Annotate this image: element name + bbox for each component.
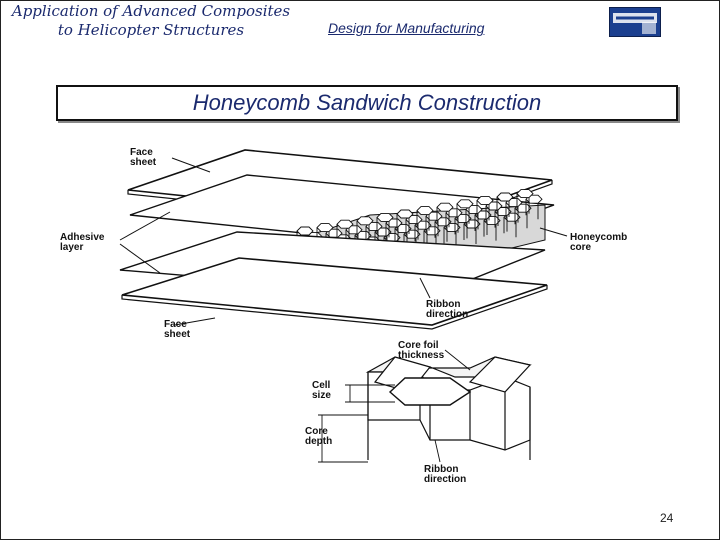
label-adhesive-1: Adhesive [60, 232, 105, 243]
label-cell-size-1: Cell [312, 380, 331, 391]
page-number: 24 [660, 511, 674, 525]
honeycomb-cell [516, 189, 534, 199]
label-ribbon-top-1: Ribbon [426, 299, 460, 310]
label-face-sheet-top-1: Face [130, 147, 153, 158]
label-cell-size-2: size [312, 390, 331, 401]
honeycomb-cell [416, 206, 434, 216]
label-core-foil-2: thickness [398, 350, 445, 361]
honeycomb-cell [376, 212, 394, 222]
label-honeycomb-1: Honeycomb [570, 232, 627, 243]
honeycomb-cell [456, 199, 474, 209]
honeycomb-cell [336, 219, 354, 229]
label-core-foil-1: Core foil [398, 340, 439, 351]
honeycomb-cell [396, 209, 414, 219]
slide-title-box: Honeycomb Sandwich Construction [56, 85, 678, 121]
honeycomb-cell [356, 216, 374, 226]
label-face-sheet-bottom-2: sheet [164, 329, 191, 340]
course-title-line2: to Helicopter Structures [57, 21, 245, 39]
penn-state-logo [609, 7, 661, 37]
course-title-line1: Application of Advanced Composites [11, 2, 291, 20]
label-core-depth-1: Core [305, 426, 328, 437]
honeycomb-cell [436, 202, 454, 212]
label-face-sheet-bottom-1: Face [164, 319, 187, 330]
label-adhesive-2: layer [60, 242, 83, 253]
label-ribbon-bottom-1: Ribbon [424, 464, 458, 475]
course-title: Application of Advanced Composites to He… [6, 2, 296, 40]
cell-detail-dimensions [318, 349, 471, 463]
label-ribbon-bottom-2: direction [424, 474, 466, 485]
label-ribbon-top-2: direction [426, 309, 468, 320]
honeycomb-cell [476, 195, 494, 205]
label-core-depth-2: depth [305, 436, 332, 447]
label-face-sheet-top-2: sheet [130, 157, 157, 168]
honeycomb-sandwich-figure: Face sheet Adhesive layer Honeycomb core… [60, 147, 627, 485]
slide-title: Honeycomb Sandwich Construction [192, 90, 542, 115]
label-honeycomb-2: core [570, 242, 592, 253]
cell-detail [365, 356, 532, 460]
honeycomb-cell [316, 223, 334, 233]
section-title: Design for Manufacturing [328, 20, 485, 36]
honeycomb-cell [496, 192, 514, 202]
honeycomb-cell [296, 226, 314, 236]
